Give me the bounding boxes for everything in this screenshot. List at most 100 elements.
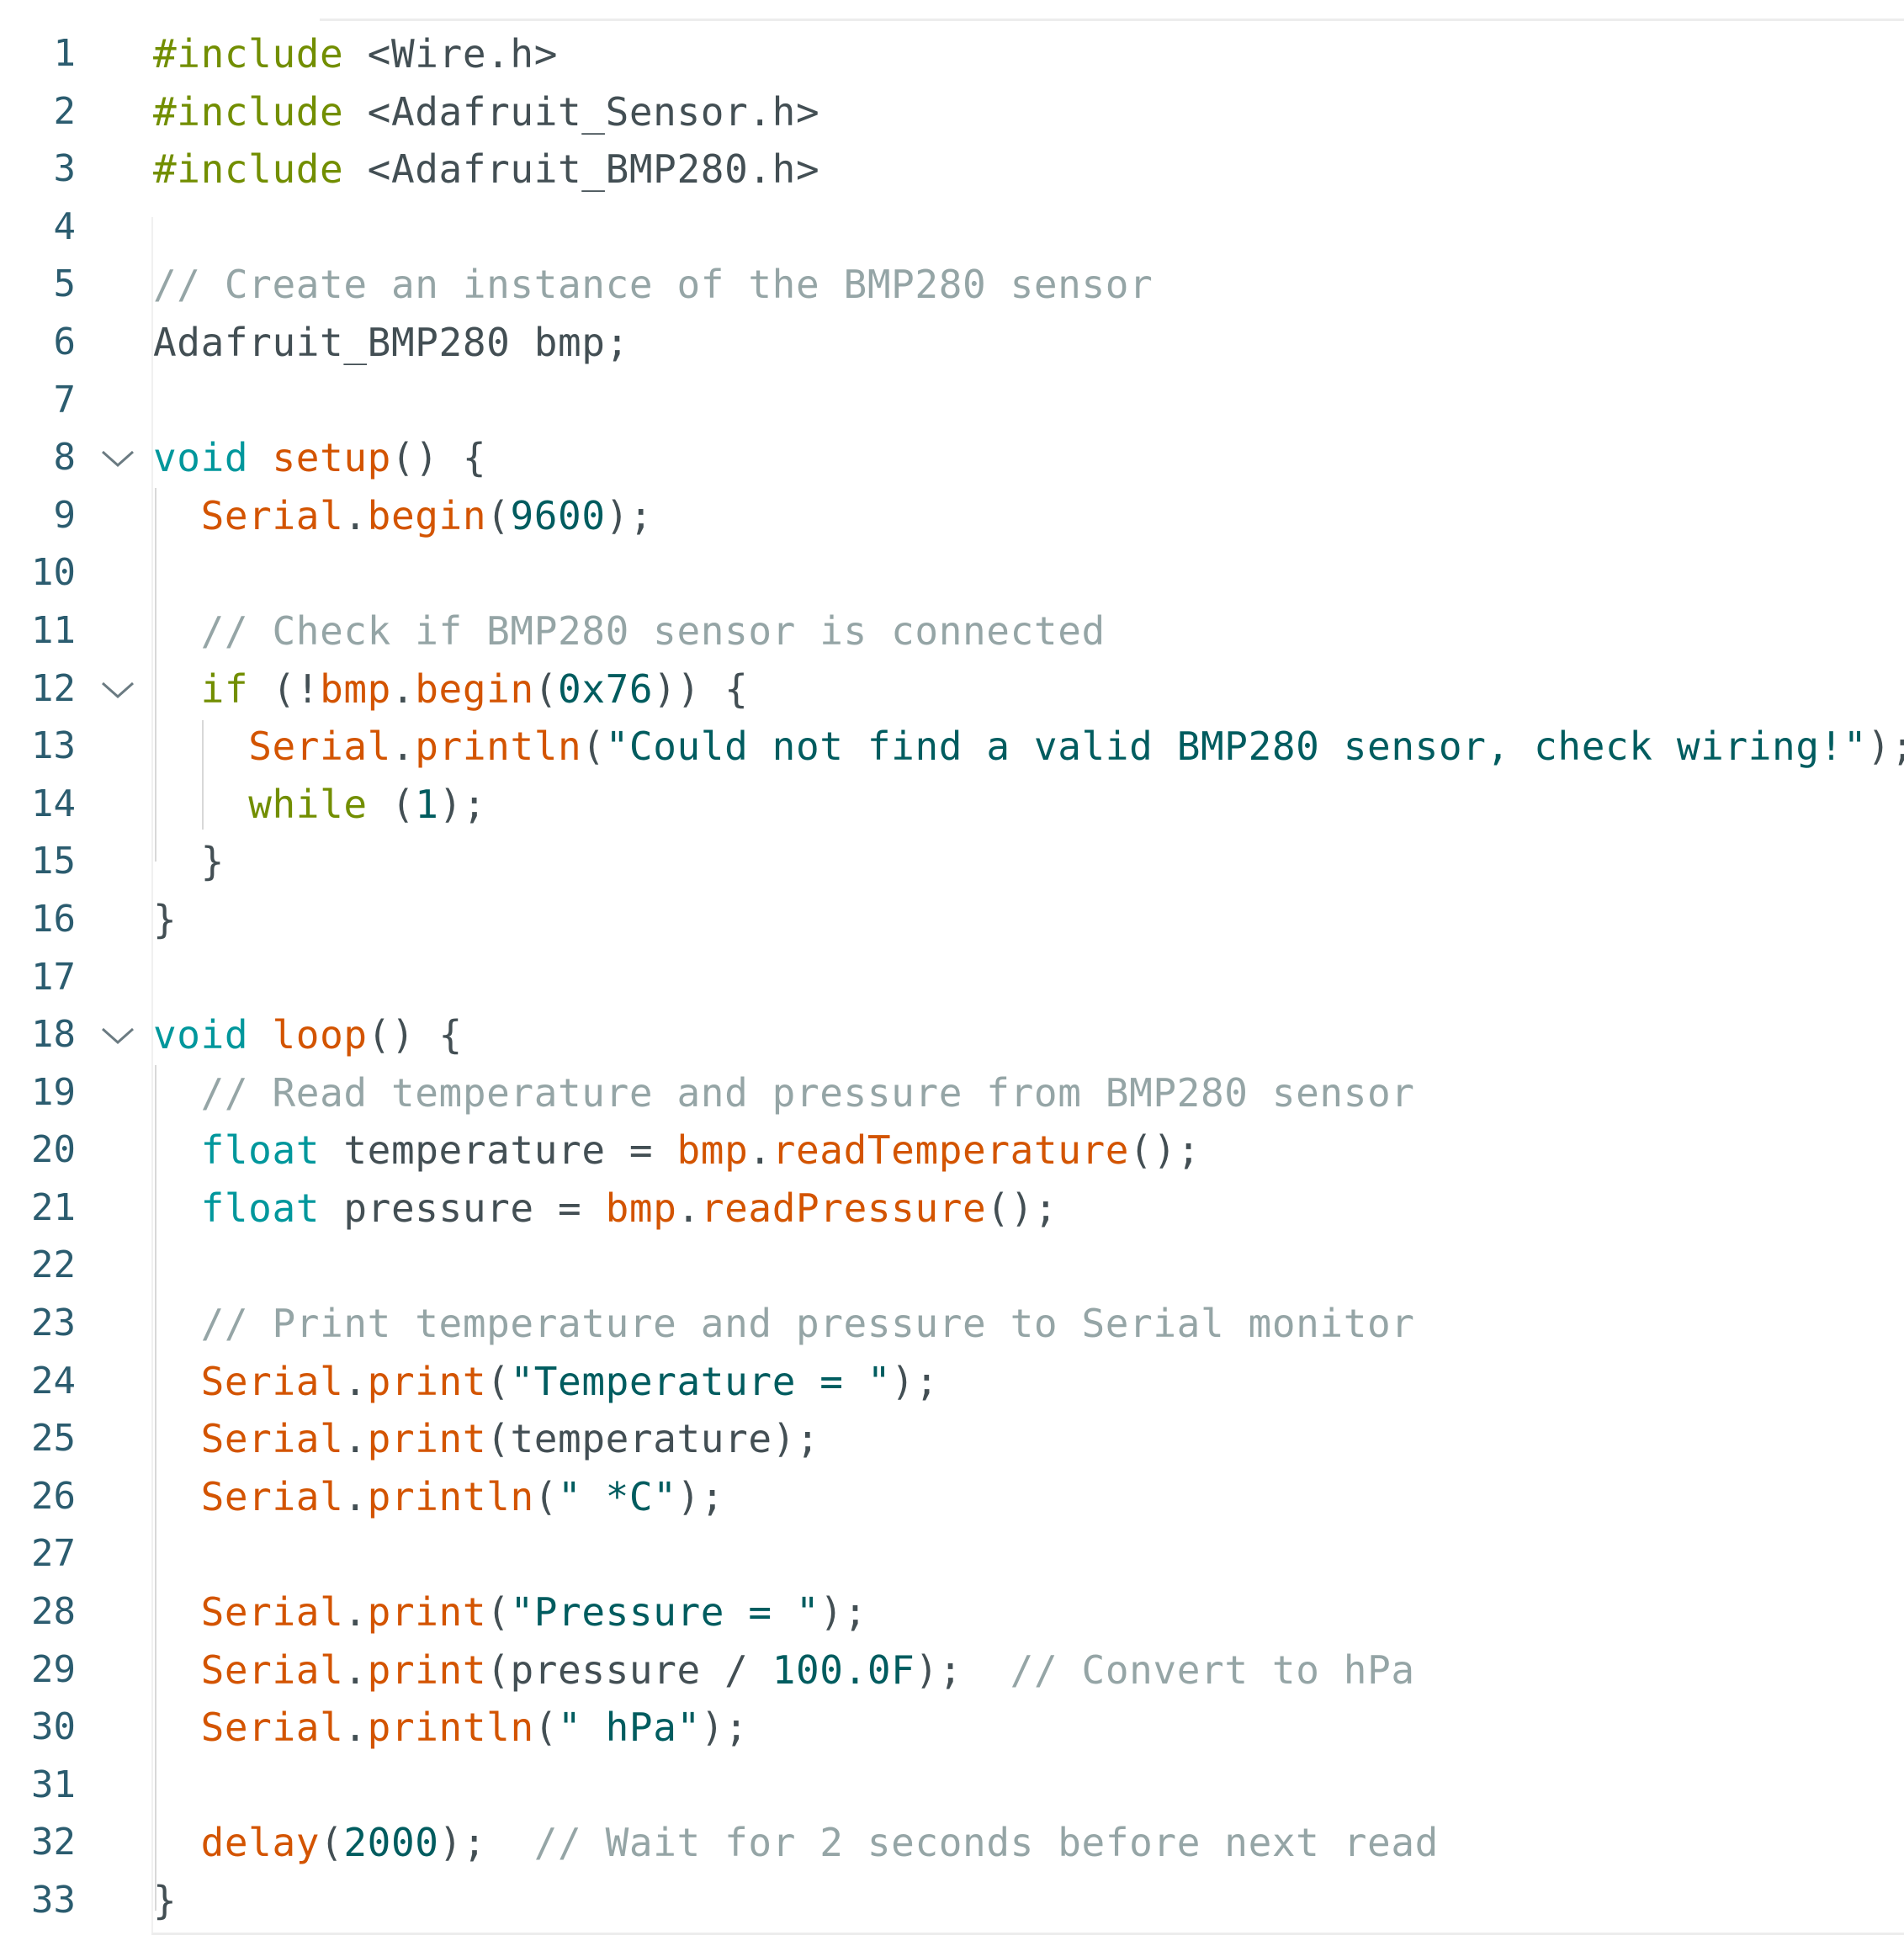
editor-top-border bbox=[320, 19, 1904, 21]
code-token: Serial bbox=[200, 1646, 344, 1693]
chevron-down-icon[interactable] bbox=[99, 429, 141, 487]
code-token: . bbox=[390, 724, 416, 770]
code-token: print bbox=[367, 1358, 487, 1404]
code-token: . bbox=[343, 1589, 368, 1636]
line-number: 13 bbox=[31, 724, 76, 768]
code-token: . bbox=[676, 1185, 701, 1231]
line-number: 21 bbox=[31, 1185, 76, 1229]
code-token: print bbox=[367, 1416, 487, 1462]
line-code: // Create an instance of the BMP280 sens… bbox=[153, 256, 1153, 314]
code-token: ( bbox=[320, 1820, 344, 1866]
code-token: } bbox=[153, 839, 225, 885]
line-number: 6 bbox=[53, 320, 77, 363]
code-token: void bbox=[153, 1012, 249, 1058]
code-token: ); bbox=[676, 1473, 725, 1519]
code-token: // Check if BMP280 sensor is connected bbox=[200, 607, 1106, 654]
line-number: 30 bbox=[31, 1705, 76, 1749]
code-token bbox=[153, 1820, 201, 1865]
code-token bbox=[153, 1647, 201, 1693]
line-code: delay(2000); // Wait for 2 seconds befor… bbox=[153, 1814, 1439, 1872]
code-token: (); bbox=[986, 1185, 1058, 1231]
line-number: 8 bbox=[53, 436, 77, 480]
code-token: pressure = bbox=[320, 1185, 606, 1231]
code-token bbox=[153, 1416, 201, 1461]
code-token: 9600 bbox=[510, 492, 606, 538]
line-code: } bbox=[153, 833, 225, 891]
code-token: (); bbox=[1129, 1127, 1201, 1174]
line-code: while (1); bbox=[153, 776, 486, 834]
code-token: (pressure / bbox=[486, 1646, 772, 1693]
code-token: ( bbox=[533, 1705, 559, 1751]
line-code: #include <Wire.h> bbox=[153, 25, 558, 83]
line-number: 28 bbox=[31, 1590, 76, 1634]
code-token: ( bbox=[486, 492, 511, 538]
code-token: )) { bbox=[653, 665, 749, 712]
code-token: ); bbox=[891, 1358, 939, 1404]
code-token: . bbox=[390, 665, 416, 712]
code-token: begin bbox=[367, 492, 487, 538]
code-token: ( bbox=[367, 781, 416, 827]
line-code: Serial.print(temperature); bbox=[153, 1410, 819, 1468]
line-code: Serial.begin(9600); bbox=[153, 487, 653, 545]
code-token bbox=[248, 435, 272, 480]
line-number: 32 bbox=[31, 1821, 76, 1864]
code-token: // Create an instance of the BMP280 sens… bbox=[153, 262, 1154, 308]
chevron-down-icon[interactable] bbox=[99, 1006, 141, 1064]
chevron-down-icon[interactable] bbox=[99, 660, 141, 718]
line-number: 19 bbox=[31, 1070, 76, 1114]
code-token: print bbox=[367, 1646, 487, 1693]
code-token: () { bbox=[390, 435, 487, 481]
code-token: Serial bbox=[200, 1473, 344, 1519]
code-token: Serial bbox=[200, 1358, 344, 1404]
code-token: if bbox=[200, 665, 249, 712]
line-code: } bbox=[153, 1872, 177, 1930]
code-token: ); bbox=[819, 1589, 867, 1636]
code-token: setup bbox=[272, 435, 391, 481]
code-token bbox=[153, 1070, 201, 1116]
line-number: 27 bbox=[31, 1532, 76, 1576]
line-code: // Read temperature and pressure from BM… bbox=[153, 1064, 1415, 1122]
code-token bbox=[153, 666, 201, 712]
line-code: Serial.print("Temperature = "); bbox=[153, 1353, 939, 1411]
code-token: . bbox=[343, 492, 368, 538]
code-token: ); bbox=[915, 1646, 1010, 1693]
code-token: 0x76 bbox=[558, 665, 654, 712]
code-token: (! bbox=[248, 665, 321, 712]
line-number: 12 bbox=[31, 666, 76, 710]
code-token: ); bbox=[605, 492, 654, 538]
line-number: 25 bbox=[31, 1417, 76, 1461]
code-token: print bbox=[367, 1589, 487, 1636]
code-token: ( bbox=[533, 665, 559, 712]
code-token: #include bbox=[153, 31, 344, 77]
code-token: Serial bbox=[200, 1705, 344, 1751]
line-number: 15 bbox=[31, 840, 76, 883]
line-number: 16 bbox=[31, 897, 76, 941]
code-token: Serial bbox=[200, 492, 344, 538]
code-token: // Wait for 2 seconds before next read bbox=[533, 1820, 1439, 1866]
line-code: if (!bmp.begin(0x76)) { bbox=[153, 660, 748, 718]
code-token: ); bbox=[700, 1705, 749, 1751]
line-number: 17 bbox=[31, 955, 76, 999]
code-token: // Convert to hPa bbox=[1010, 1646, 1415, 1693]
code-token bbox=[153, 724, 248, 769]
code-token: } bbox=[153, 1878, 178, 1923]
line-number: 29 bbox=[31, 1647, 76, 1691]
line-code: // Check if BMP280 sensor is connected bbox=[153, 602, 1106, 660]
code-token: "Temperature = " bbox=[510, 1358, 892, 1404]
code-token: <Adafruit_Sensor.h> bbox=[343, 88, 820, 135]
line-code: #include <Adafruit_BMP280.h> bbox=[153, 141, 819, 199]
line-code: Serial.print("Pressure = "); bbox=[153, 1583, 867, 1641]
code-token: loop bbox=[272, 1012, 368, 1058]
code-token: "Could not find a valid BMP280 sensor, c… bbox=[605, 724, 1868, 770]
code-token: ( bbox=[581, 724, 606, 770]
code-token: float bbox=[200, 1185, 321, 1231]
line-number: 5 bbox=[53, 262, 77, 306]
code-token bbox=[153, 1474, 201, 1519]
line-number: 9 bbox=[53, 493, 77, 537]
code-token bbox=[153, 1127, 201, 1173]
line-number: 18 bbox=[31, 1013, 76, 1057]
line-code: Serial.println(" hPa"); bbox=[153, 1699, 748, 1757]
code-token: <Wire.h> bbox=[343, 31, 559, 77]
line-number: 10 bbox=[31, 551, 76, 595]
